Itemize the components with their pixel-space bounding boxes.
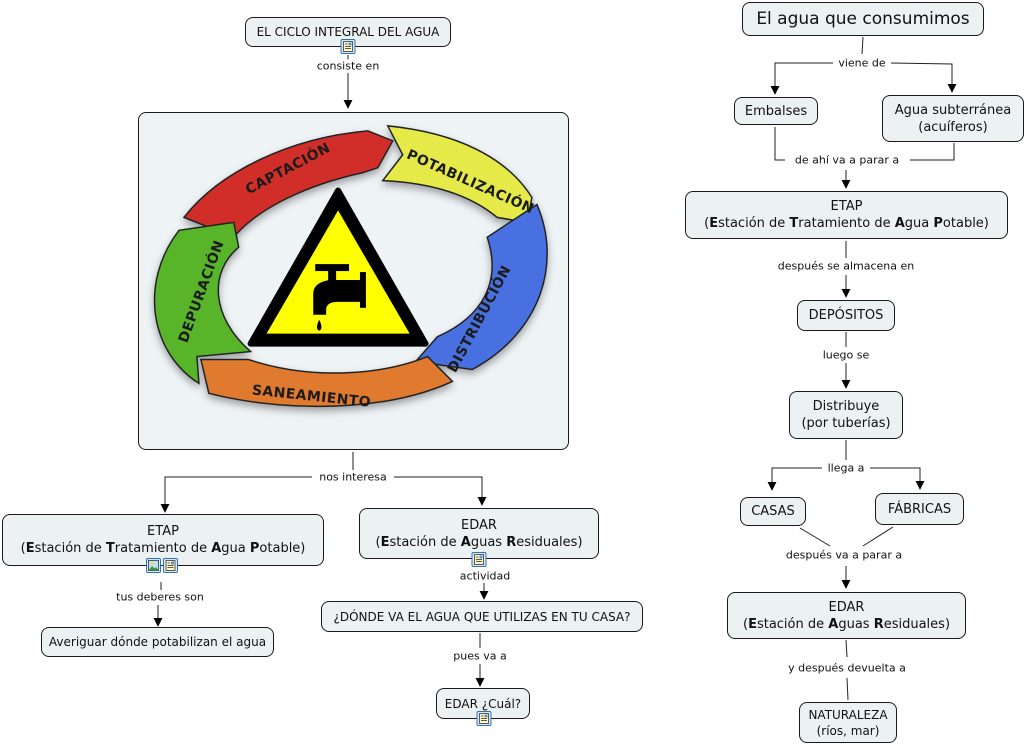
concept-title: ETAP [147,524,179,539]
segment-captacion [182,130,394,239]
concept-edar-right[interactable]: EDAR (Estación de Aguas Residuales) [727,592,966,639]
concept-text: Averiguar dónde potabilizan el agua [48,635,267,649]
concept-casas[interactable]: CASAS [740,497,806,526]
concept-subtitle: (Estación de Tratamiento de Agua Potable… [704,216,989,231]
link-label-tus-deberes-son: tus deberes son [113,590,207,604]
link-label-de-ahi-va-a-parar-a: de ahí va a parar a [791,153,903,167]
concept-text: EL CICLO INTEGRAL DEL AGUA [256,25,440,39]
concept-subtitle: (Estación de Aguas Residuales) [375,534,583,550]
connector [910,143,955,161]
connector [862,526,894,547]
document-icon[interactable] [340,39,356,54]
link-label-y-despues-devuelta-a: y después devuelta a [785,661,909,675]
concept-text: ¿DÓNDE VA EL AGUA QUE UTILIZAS EN TU CAS… [333,609,631,624]
connector [861,36,864,55]
connector [774,127,785,161]
resource-icons [471,552,487,567]
concept-line2: (por tuberías) [801,416,891,431]
segment-distribucion [414,203,548,371]
resource-icons [146,558,178,573]
resource-icons [340,39,356,54]
link-label-nos-interesa: nos interesa [316,470,390,484]
concept-ciclo-integral[interactable]: EL CICLO INTEGRAL DEL AGUA [245,17,451,47]
tap-warning-icon [247,187,429,347]
connector [394,476,487,506]
concept-line2: (ríos, mar) [816,723,880,738]
resource-icons [476,711,492,726]
link-label-luego-se: luego se [819,348,873,362]
concept-averiguar[interactable]: Averiguar dónde potabilizan el agua [41,627,274,657]
concept-text: FÁBRICAS [887,501,952,517]
concept-naturaleza[interactable]: NATURALEZA (ríos, mar) [799,702,897,743]
concept-line1: Distribuye [812,399,880,414]
concept-title: EDAR [828,599,865,615]
segment-saneamiento [199,355,454,408]
connector [770,62,833,95]
link-label-llega-a: llega a [824,461,868,475]
link-label-viene-de: viene de [835,56,889,70]
document-icon[interactable] [471,552,487,567]
concept-text: Embalses [744,103,808,119]
connector [160,476,312,513]
concept-distribuye[interactable]: Distribuye (por tuberías) [789,391,903,439]
concept-title: ETAP [830,199,863,214]
connector [846,677,849,701]
concept-title: EDAR [461,517,497,533]
concept-text: El agua que consumimos [756,9,970,29]
concept-subtitle: (Estación de Aguas Residuales) [742,616,951,632]
image-icon[interactable] [146,558,161,573]
concept-fabricas[interactable]: FÁBRICAS [875,493,964,525]
document-icon[interactable] [476,711,492,726]
water-cycle-diagram: CAPTACIÓN POTABILIZACIÓN DISTRIBUCIÓN SA… [153,125,548,411]
water-cycle-image[interactable]: CAPTACIÓN POTABILIZACIÓN DISTRIBUCIÓN SA… [138,112,569,450]
connector [799,527,831,547]
connector [845,639,848,658]
concept-edar-left[interactable]: EDAR (Estación de Aguas Residuales) [359,508,599,559]
link-label-despues-va-a-parar-a: después va a parar a [782,548,906,562]
connector [870,467,925,490]
concept-line2: (acuíferos) [918,119,988,135]
concept-text: CASAS [751,504,795,519]
concept-subtitle: (Estación de Tratamiento de Agua Potable… [20,541,306,556]
connector [767,467,822,491]
concept-text: DEPÓSITOS [808,308,884,323]
link-label-actividad: actividad [456,569,514,583]
link-label-pues-va-a: pues va a [450,649,510,663]
concept-embalses[interactable]: Embalses [734,97,818,125]
document-icon[interactable] [163,558,178,573]
concept-line1: Agua subterránea [894,102,1012,118]
concept-text: EDAR ¿Cuál? [444,696,522,711]
concept-etap-right[interactable]: ETAP (Estación de Tratamiento de Agua Po… [685,191,1008,239]
concept-donde-va-el-agua[interactable]: ¿DÓNDE VA EL AGUA QUE UTILIZAS EN TU CAS… [321,601,643,632]
concept-line1: NATURALEZA [808,707,888,722]
concept-agua-subterranea[interactable]: Agua subterránea (acuíferos) [882,95,1024,142]
link-label-despues-se-almacena-en: después se almacena en [774,259,918,273]
concept-depositos[interactable]: DEPÓSITOS [797,300,895,331]
link-label-consiste-en: consiste en [313,59,383,73]
connector [890,62,957,93]
segment-depuracion [153,221,253,385]
concept-agua-que-consumimos[interactable]: El agua que consumimos [742,2,984,36]
